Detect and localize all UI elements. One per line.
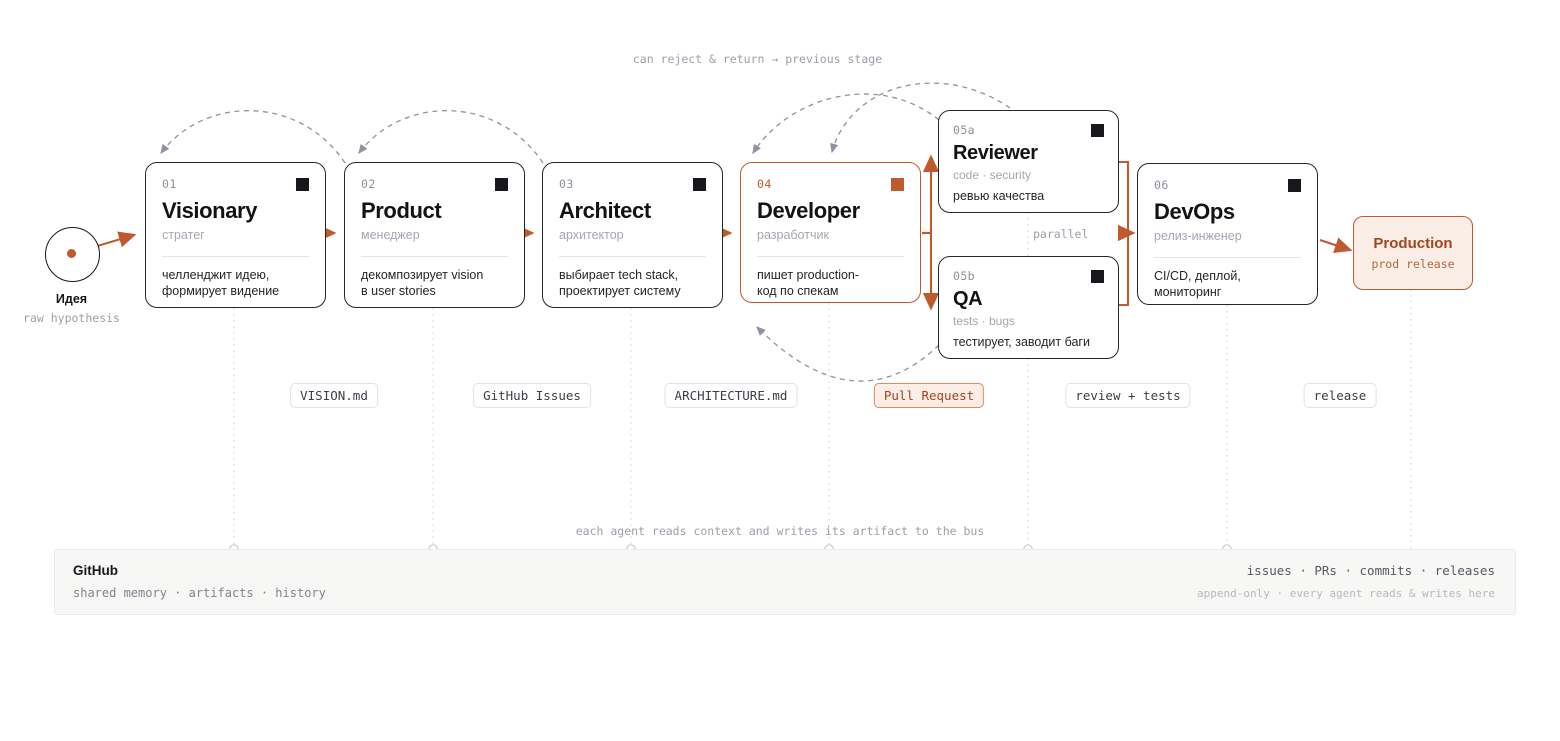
card-desc-line-1: челленджит идею, <box>162 267 270 282</box>
production-node[interactable]: Production prod release <box>1353 216 1473 290</box>
status-square-icon <box>891 178 904 191</box>
card-header: 01 <box>162 177 309 191</box>
card-description: CI/CD, деплой, мониторинг <box>1154 268 1301 301</box>
artifact-chip-vision[interactable]: VISION.md <box>290 383 378 408</box>
github-bus[interactable]: GitHub shared memory · artifacts · histo… <box>54 549 1516 615</box>
card-desc-line-1: CI/CD, деплой, <box>1154 268 1241 283</box>
agent-card-reviewer[interactable]: 05a Reviewer code · security ревью качес… <box>938 110 1119 213</box>
card-divider <box>559 255 706 257</box>
card-divider <box>361 255 508 257</box>
card-desc-line-2: формирует видение <box>162 284 280 299</box>
status-square-icon <box>1091 270 1104 283</box>
card-description: тестирует, заводит баги <box>953 334 1104 351</box>
card-title: DevOps <box>1154 199 1235 224</box>
card-title: Visionary <box>162 198 258 223</box>
card-header: 04 <box>757 177 904 191</box>
parallel-label: parallel <box>1033 227 1089 241</box>
bus-sublabel: shared memory · artifacts · history <box>73 586 326 600</box>
status-square-icon <box>495 178 508 191</box>
card-number: 01 <box>162 177 177 191</box>
card-description: декомпозирует vision в user stories <box>361 267 508 300</box>
card-number: 05b <box>953 269 975 283</box>
card-title: Reviewer <box>953 142 1038 164</box>
agent-card-devops[interactable]: 06 DevOps релиз-инженер CI/CD, деплой, м… <box>1137 163 1318 305</box>
card-title: Architect <box>559 198 651 223</box>
card-divider <box>162 255 309 257</box>
card-role: релиз-инженер <box>1154 229 1242 244</box>
agent-card-visionary[interactable]: 01 Visionary стратег челленджит идею, фо… <box>145 162 326 308</box>
artifact-chip-architecture[interactable]: ARCHITECTURE.md <box>664 383 798 408</box>
card-description: челленджит идею, формирует видение <box>162 267 309 300</box>
idea-sublabel: raw hypothesis <box>23 311 120 325</box>
agent-card-product[interactable]: 02 Product менеджер декомпозирует vision… <box>344 162 525 308</box>
bus-name: GitHub <box>73 563 118 578</box>
card-header: 06 <box>1154 178 1301 192</box>
card-divider <box>1154 256 1301 258</box>
artifact-chip-issues[interactable]: GitHub Issues <box>473 383 591 408</box>
card-desc-line-2: код по спекам <box>757 284 839 299</box>
bus-note-label: each agent reads context and writes its … <box>575 524 985 538</box>
agent-card-developer[interactable]: 04 Developer разработчик пишет productio… <box>740 162 921 303</box>
card-desc-line-1: пишет production- <box>757 267 860 282</box>
agent-card-qa[interactable]: 05b QA tests · bugs тестирует, заводит б… <box>938 256 1119 359</box>
card-role: архитектор <box>559 228 624 243</box>
card-number: 05a <box>953 123 975 137</box>
agent-card-architect[interactable]: 03 Architect архитектор выбирает tech st… <box>542 162 723 308</box>
status-square-icon <box>1288 179 1301 192</box>
bus-left-group: GitHub shared memory · artifacts · histo… <box>73 563 326 600</box>
card-header: 02 <box>361 177 508 191</box>
card-desc-line-1: ревью качества <box>953 189 1045 204</box>
card-divider <box>757 255 904 257</box>
card-number: 03 <box>559 177 574 191</box>
card-description: пишет production- код по спекам <box>757 267 904 300</box>
artifact-drop-lines <box>233 289 1412 549</box>
card-number: 02 <box>361 177 376 191</box>
card-role: менеджер <box>361 228 420 243</box>
card-header: 05b <box>953 269 1104 283</box>
bus-tags: issues · PRs · commits · releases <box>1246 563 1495 578</box>
card-desc-line-1: выбирает tech stack, <box>559 267 679 282</box>
card-header: 05a <box>953 123 1104 137</box>
idea-label: Идея <box>55 292 88 306</box>
card-role: code · security <box>953 168 1032 182</box>
card-role: tests · bugs <box>953 314 1016 328</box>
card-desc-line-2: в user stories <box>361 284 436 299</box>
artifact-chip-pull-request[interactable]: Pull Request <box>873 383 985 408</box>
card-number: 06 <box>1154 178 1169 192</box>
card-header: 03 <box>559 177 706 191</box>
card-desc-line-1: тестирует, заводит баги <box>953 335 1090 350</box>
artifact-chip-release[interactable]: release <box>1303 383 1377 408</box>
status-square-icon <box>296 178 309 191</box>
status-square-icon <box>1091 124 1104 137</box>
reject-return-label: can reject & return → previous stage <box>632 52 883 66</box>
status-square-icon <box>693 178 706 191</box>
card-role: стратег <box>162 228 205 243</box>
card-number: 04 <box>757 177 772 191</box>
card-role: разработчик <box>757 228 829 243</box>
artifact-chip-review-tests[interactable]: review + tests <box>1065 383 1191 408</box>
production-sublabel: prod release <box>1371 257 1455 271</box>
card-desc-line-2: мониторинг <box>1154 285 1222 300</box>
card-title: Developer <box>757 198 860 223</box>
bus-footnote: append-only · every agent reads & writes… <box>1196 587 1495 600</box>
card-description: выбирает tech stack, проектирует систему <box>559 267 706 300</box>
card-title: QA <box>953 288 983 310</box>
card-description: ревью качества <box>953 188 1104 205</box>
production-title: Production <box>1373 235 1453 252</box>
idea-dot <box>67 249 76 258</box>
bus-right-group: issues · PRs · commits · releases append… <box>1197 563 1495 600</box>
card-desc-line-1: декомпозирует vision <box>361 267 484 282</box>
card-desc-line-2: проектирует систему <box>559 284 681 299</box>
card-title: Product <box>361 198 442 223</box>
